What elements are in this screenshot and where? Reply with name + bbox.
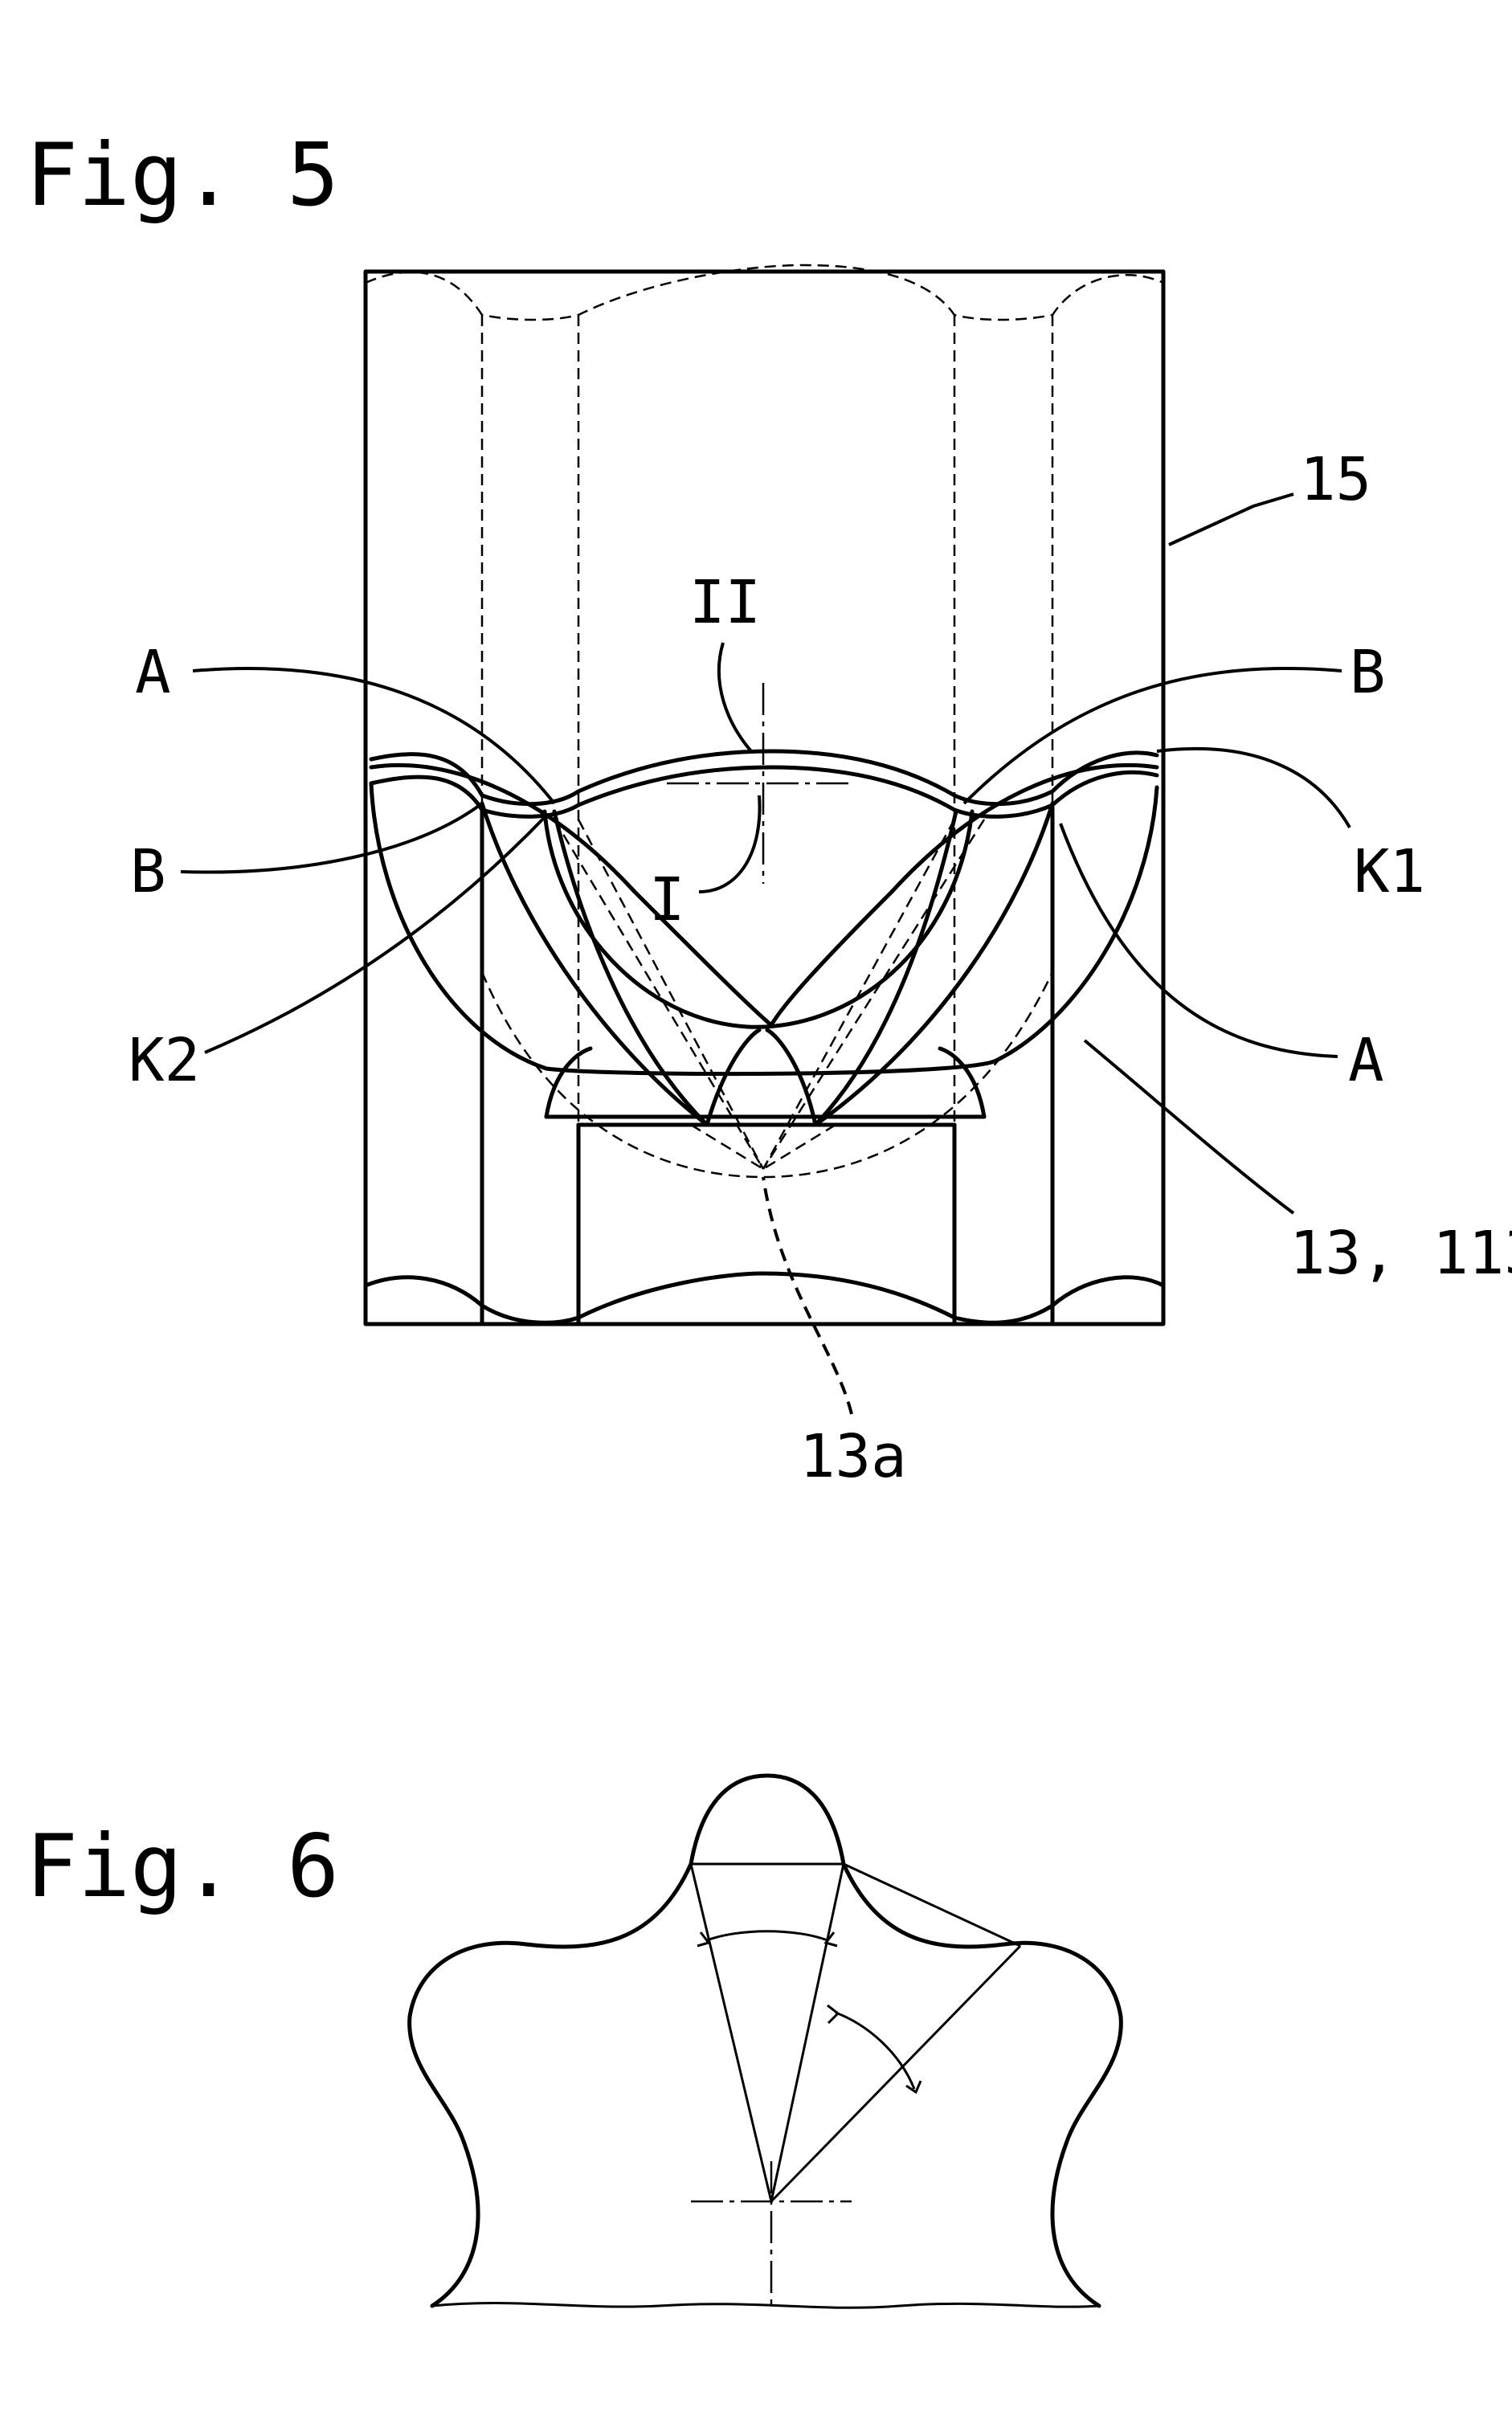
label-K1: K1 bbox=[1354, 837, 1425, 906]
hidden-converge-3 bbox=[691, 1125, 763, 1169]
leader-13-113 bbox=[1085, 1040, 1293, 1213]
arc-B-right bbox=[771, 765, 1157, 1025]
radial-line-2 bbox=[771, 1864, 844, 2201]
leader-A-right bbox=[1060, 824, 1338, 1057]
pointed-arch-left bbox=[546, 1048, 590, 1117]
label-II: II bbox=[689, 568, 761, 637]
leader-B-left bbox=[181, 803, 482, 873]
label-K2: K2 bbox=[129, 1026, 200, 1095]
section-break-line bbox=[432, 2303, 1099, 2307]
arc-A-left bbox=[371, 765, 771, 1025]
angle-arc-2 bbox=[836, 2013, 914, 2089]
radial-line-3 bbox=[771, 1946, 1020, 2201]
angle-arc-1 bbox=[707, 1931, 828, 1940]
label-13-113: 13, 113 bbox=[1289, 1219, 1512, 1288]
hidden-converge-4 bbox=[763, 1125, 836, 1169]
radial-line-1 bbox=[691, 1864, 771, 2201]
label-15: 15 bbox=[1300, 445, 1371, 514]
label-B-right: B bbox=[1350, 638, 1386, 707]
label-I: I bbox=[649, 865, 685, 934]
label-A-right: A bbox=[1348, 1026, 1384, 1095]
pointed-arch-center-right bbox=[767, 1030, 815, 1125]
leader-15 bbox=[1169, 494, 1293, 545]
fig5-title: Fig. 5 bbox=[26, 125, 339, 226]
leader-K1 bbox=[1157, 749, 1350, 828]
label-A-left: A bbox=[135, 638, 171, 707]
fig6-title: Fig. 6 bbox=[26, 1817, 339, 1917]
inner-bowl-arc bbox=[545, 811, 972, 1027]
right-flute-edge-inner bbox=[815, 811, 956, 1125]
section-profile bbox=[410, 1776, 1122, 2306]
figure-6: Fig. 6 bbox=[26, 1776, 1121, 2307]
bottom-profile bbox=[366, 1273, 1163, 1322]
leader-B-right bbox=[964, 668, 1342, 803]
leader-I bbox=[699, 795, 760, 892]
leader-13a bbox=[763, 1177, 852, 1414]
leader-II bbox=[719, 643, 751, 751]
label-13a: 13a bbox=[799, 1422, 907, 1491]
label-B-left: B bbox=[130, 837, 166, 906]
figure-5: Fig. 5 bbox=[26, 125, 1512, 1491]
angle-arrow-2a bbox=[828, 2005, 838, 2023]
